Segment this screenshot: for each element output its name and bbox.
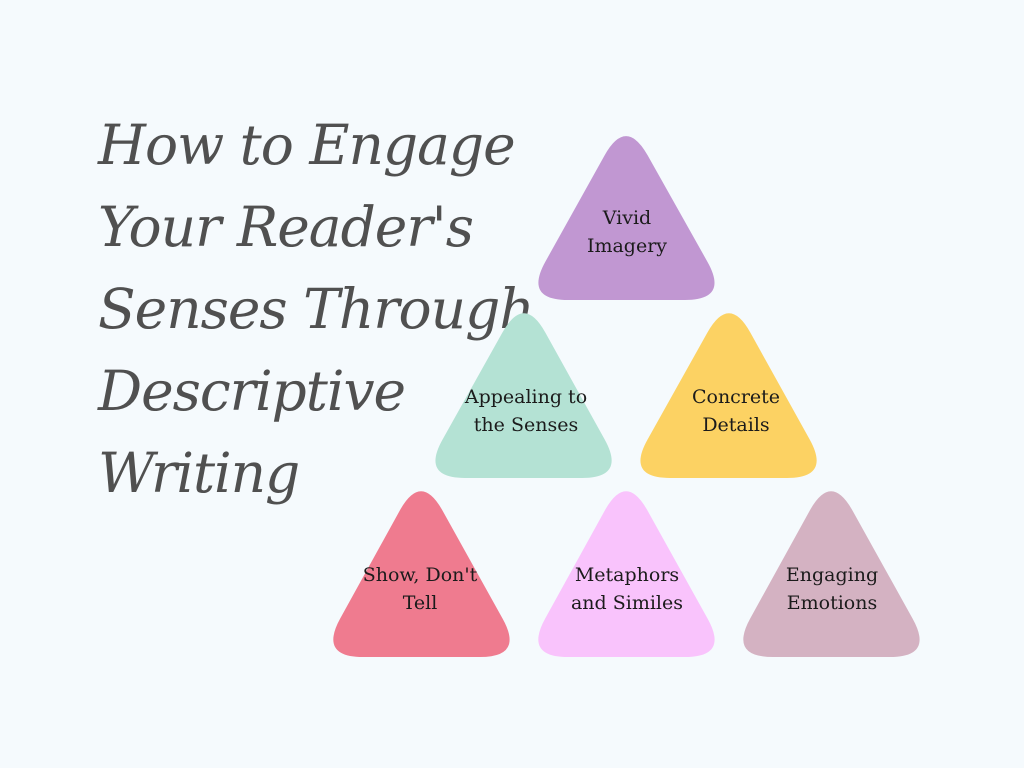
triangle-concrete-details [640,313,817,478]
triangle-engaging-emotions [743,491,920,657]
label-line: Engaging [785,564,879,586]
triangle-label: Concrete Details [656,383,816,439]
label-line: Show, Don't [362,564,478,586]
triangle-label: Vivid Imagery [547,204,707,260]
triangle-appealing-senses [435,313,612,478]
label-line: Metaphors [574,564,680,586]
label-line: Tell [402,592,438,614]
triangle-label: Engaging Emotions [752,561,912,617]
label-line: Vivid [602,207,652,229]
label-line: Concrete [691,386,781,408]
triangle-show-dont-tell [333,491,510,657]
triangle-metaphors-similes [538,491,715,657]
label-line: Imagery [586,235,668,257]
label-line: Details [702,414,770,436]
title-line: Your Reader's [98,195,474,259]
title-line: Descriptive [98,359,406,423]
triangle-label: Show, Don't Tell [340,561,500,617]
label-line: Appealing to [464,386,588,408]
triangle-vivid-imagery [538,136,715,300]
triangle-label: Metaphors and Similes [547,561,707,617]
triangle-label: Appealing to the Senses [446,383,606,439]
label-line: the Senses [473,414,579,436]
title-line: Writing [98,441,300,505]
label-line: Emotions [786,592,878,614]
label-line: and Similes [570,592,684,614]
